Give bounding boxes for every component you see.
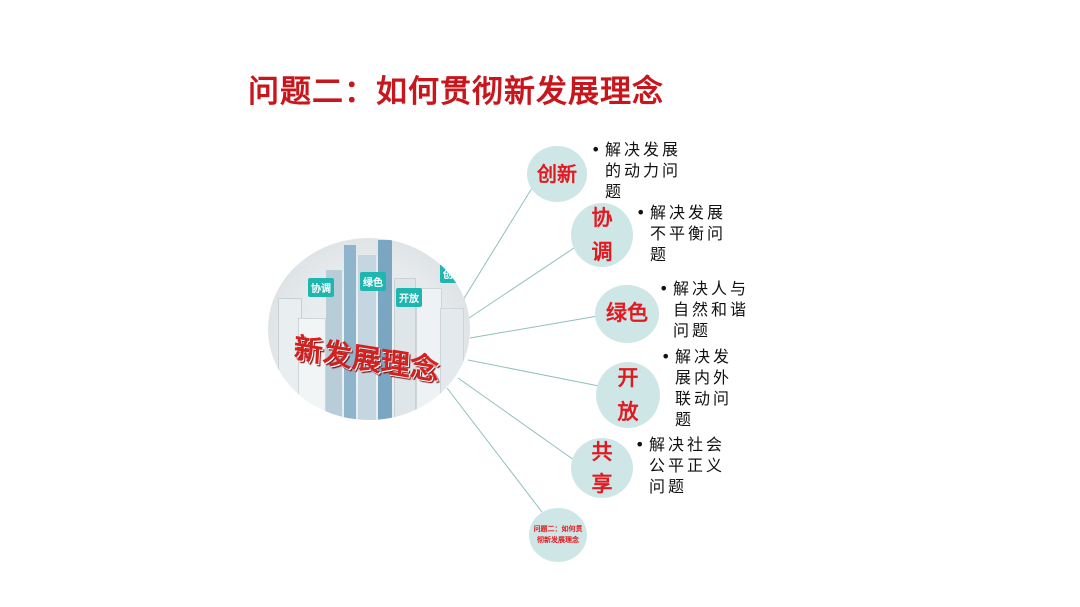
desc-open: •解决发展内外联动问题: [661, 346, 743, 430]
center-sign-innovation: 创新: [440, 264, 466, 283]
desc-innovation: •解决发展的动力问题: [591, 139, 697, 202]
node-shared: 共享: [571, 438, 633, 498]
node-green-label: 绿色: [606, 301, 648, 326]
desc-coordination-text: 解决发展不平衡问题: [650, 203, 727, 264]
page-title: 问题二：如何贯彻新发展理念: [248, 74, 664, 110]
desc-coordination: •解决发展不平衡问题: [636, 202, 736, 265]
center-image: 协调 绿色 开放 创新 新发展理念: [268, 238, 470, 420]
desc-innovation-text: 解决发展的动力问题: [605, 140, 682, 201]
connector-shared: [457, 377, 575, 461]
node-open: 开放: [596, 362, 660, 428]
node-open-label: 开放: [617, 366, 639, 424]
node-shared-label: 共享: [591, 440, 613, 496]
node-innovation: 创新: [527, 146, 587, 202]
connector-coordination: [468, 247, 575, 319]
center-sign-coordination: 协调: [308, 278, 334, 297]
desc-shared-text: 解决社会公平正义问题: [649, 435, 726, 496]
desc-green: •解决人与自然和谐问题: [659, 278, 759, 341]
bottom-node-label: 问题二：如何贯彻新发展理念: [533, 525, 583, 544]
desc-green-text: 解决人与自然和谐问题: [673, 279, 750, 340]
desc-open-text: 解决发展内外联动问题: [675, 347, 733, 429]
node-coordination-label: 协调: [591, 206, 613, 264]
node-green: 绿色: [595, 285, 659, 343]
node-coordination: 协调: [571, 203, 633, 267]
connector-green: [469, 315, 599, 339]
connector-open: [467, 359, 600, 387]
node-innovation-label: 创新: [537, 162, 577, 186]
center-sign-open: 开放: [396, 288, 422, 307]
desc-shared: •解决社会公平正义问题: [635, 434, 735, 497]
center-sign-green: 绿色: [360, 272, 386, 291]
bottom-node: 问题二：如何贯彻新发展理念: [529, 508, 587, 562]
connector-innovation: [462, 187, 533, 301]
